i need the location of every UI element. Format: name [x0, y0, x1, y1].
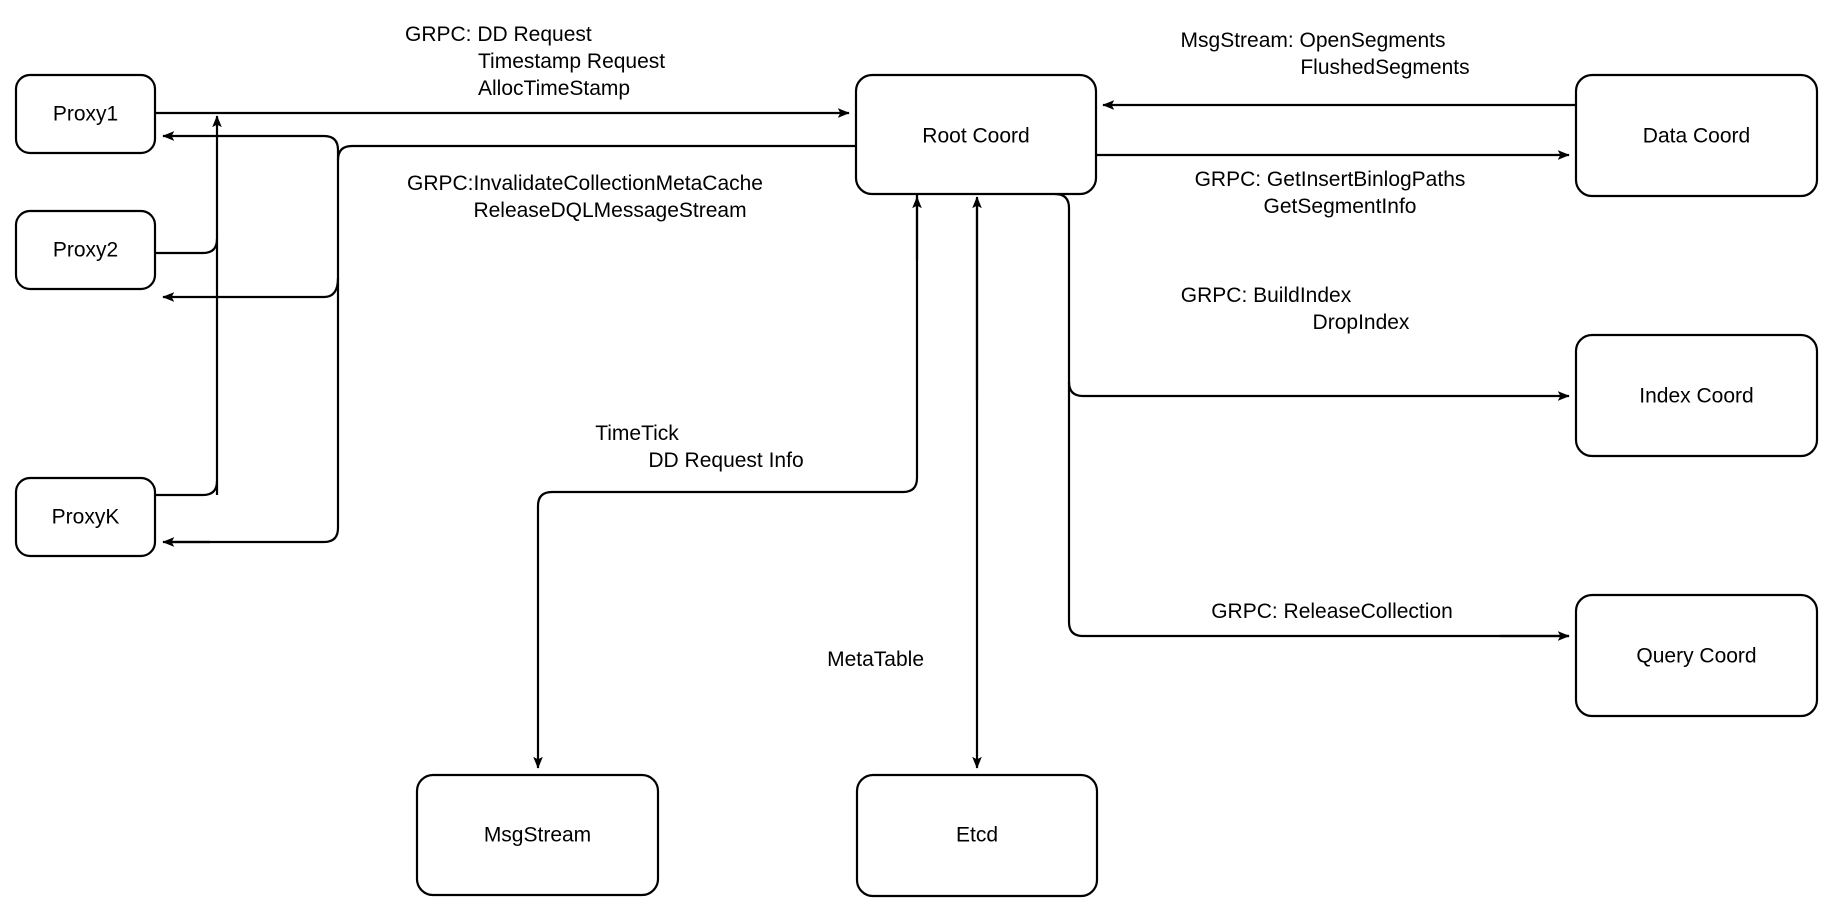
label-rootcoord-to-querycoord: GRPC: ReleaseCollection [1211, 600, 1453, 623]
node-datacoord-label: Data Coord [1643, 125, 1750, 148]
node-proxyk-label: ProxyK [52, 506, 120, 529]
label-rootcoord-to-datacoord-line1: GRPC: GetInsertBinlogPaths [1195, 168, 1466, 191]
node-indexcoord[interactable]: Index Coord [1574, 333, 1819, 458]
node-etcd-label: Etcd [956, 824, 998, 847]
label-rootcoord-to-proxies-line2: ReleaseDQLMessageStream [473, 199, 746, 222]
node-msgstream[interactable]: MsgStream [415, 773, 660, 897]
label-rootcoord-to-msgstream-line2: DD Request Info [648, 449, 803, 472]
node-proxy1-shape [14, 73, 157, 155]
node-proxyk[interactable]: ProxyK [14, 476, 157, 558]
label-rootcoord-to-datacoord-line2: GetSegmentInfo [1264, 195, 1417, 218]
node-etcd[interactable]: Etcd [855, 773, 1099, 898]
label-rootcoord-to-datacoord: GRPC: GetInsertBinlogPaths GetSegmentInf… [1195, 168, 1466, 218]
edge-proxy2-to-trunk [155, 238, 219, 255]
node-indexcoord-shape [1574, 333, 1819, 458]
label-rootcoord-to-indexcoord-line1: GRPC: BuildIndex [1181, 284, 1352, 307]
edge-rootcoord-to-msgstream [533, 194, 919, 769]
label-rootcoord-to-msgstream: TimeTick DD Request Info [595, 422, 803, 472]
node-proxy2-shape [14, 209, 157, 291]
label-rootcoord-to-etcd-line1: MetaTable [827, 648, 924, 671]
label-rootcoord-to-indexcoord-line2: DropIndex [1313, 311, 1410, 334]
label-proxy-to-rootcoord-line2: Timestamp Request [478, 50, 665, 73]
label-rootcoord-to-msgstream-line1: TimeTick [595, 422, 679, 445]
label-rootcoord-to-proxies-line1: GRPC:InvalidateCollectionMetaCache [407, 172, 763, 195]
label-rootcoord-to-indexcoord: GRPC: BuildIndex DropIndex [1181, 284, 1410, 334]
label-proxy-to-rootcoord: GRPC: DD Request Timestamp Request Alloc… [405, 23, 665, 100]
label-rootcoord-to-etcd: MetaTable [827, 648, 924, 671]
node-querycoord-label: Query Coord [1636, 645, 1756, 668]
node-indexcoord-label: Index Coord [1639, 385, 1753, 408]
edge-rootcoord-to-proxies-trunk [172, 144, 856, 544]
node-msgstream-shape [415, 773, 660, 897]
label-datacoord-to-rootcoord-line1: MsgStream: OpenSegments [1181, 29, 1446, 52]
node-proxy2[interactable]: Proxy2 [14, 209, 157, 291]
node-proxy1[interactable]: Proxy1 [14, 73, 157, 155]
node-etcd-shape [855, 773, 1099, 898]
node-querycoord[interactable]: Query Coord [1574, 593, 1819, 718]
node-datacoord-shape [1574, 73, 1819, 198]
label-rootcoord-to-proxies: GRPC:InvalidateCollectionMetaCache Relea… [407, 172, 763, 222]
label-proxy-to-rootcoord-line1: GRPC: DD Request [405, 23, 592, 46]
node-datacoord[interactable]: Data Coord [1574, 73, 1819, 198]
label-proxy-to-rootcoord-line3: AllocTimeStamp [478, 77, 630, 100]
label-datacoord-to-rootcoord-line2: FlushedSegments [1300, 56, 1469, 79]
node-querycoord-shape [1574, 593, 1819, 718]
edge-rootcoord-to-proxy2 [162, 277, 340, 302]
edge-rootcoord-right-trunk [1054, 192, 1569, 638]
node-msgstream-label: MsgStream [484, 824, 591, 847]
edge-rootcoord-to-indexcoord [1067, 381, 1570, 401]
label-rootcoord-to-querycoord-line1: GRPC: ReleaseCollection [1211, 600, 1453, 623]
node-rootcoord-label: Root Coord [922, 125, 1029, 148]
edge-rootcoord-to-proxy1 [162, 131, 340, 160]
label-datacoord-to-rootcoord: MsgStream: OpenSegments FlushedSegments [1181, 29, 1470, 79]
edge-proxyk-to-trunk [155, 480, 219, 497]
node-rootcoord-shape [854, 73, 1098, 196]
node-proxy2-label: Proxy2 [53, 239, 118, 262]
node-rootcoord[interactable]: Root Coord [854, 73, 1098, 196]
node-proxy1-label: Proxy1 [53, 103, 118, 126]
node-proxyk-shape [14, 476, 157, 558]
